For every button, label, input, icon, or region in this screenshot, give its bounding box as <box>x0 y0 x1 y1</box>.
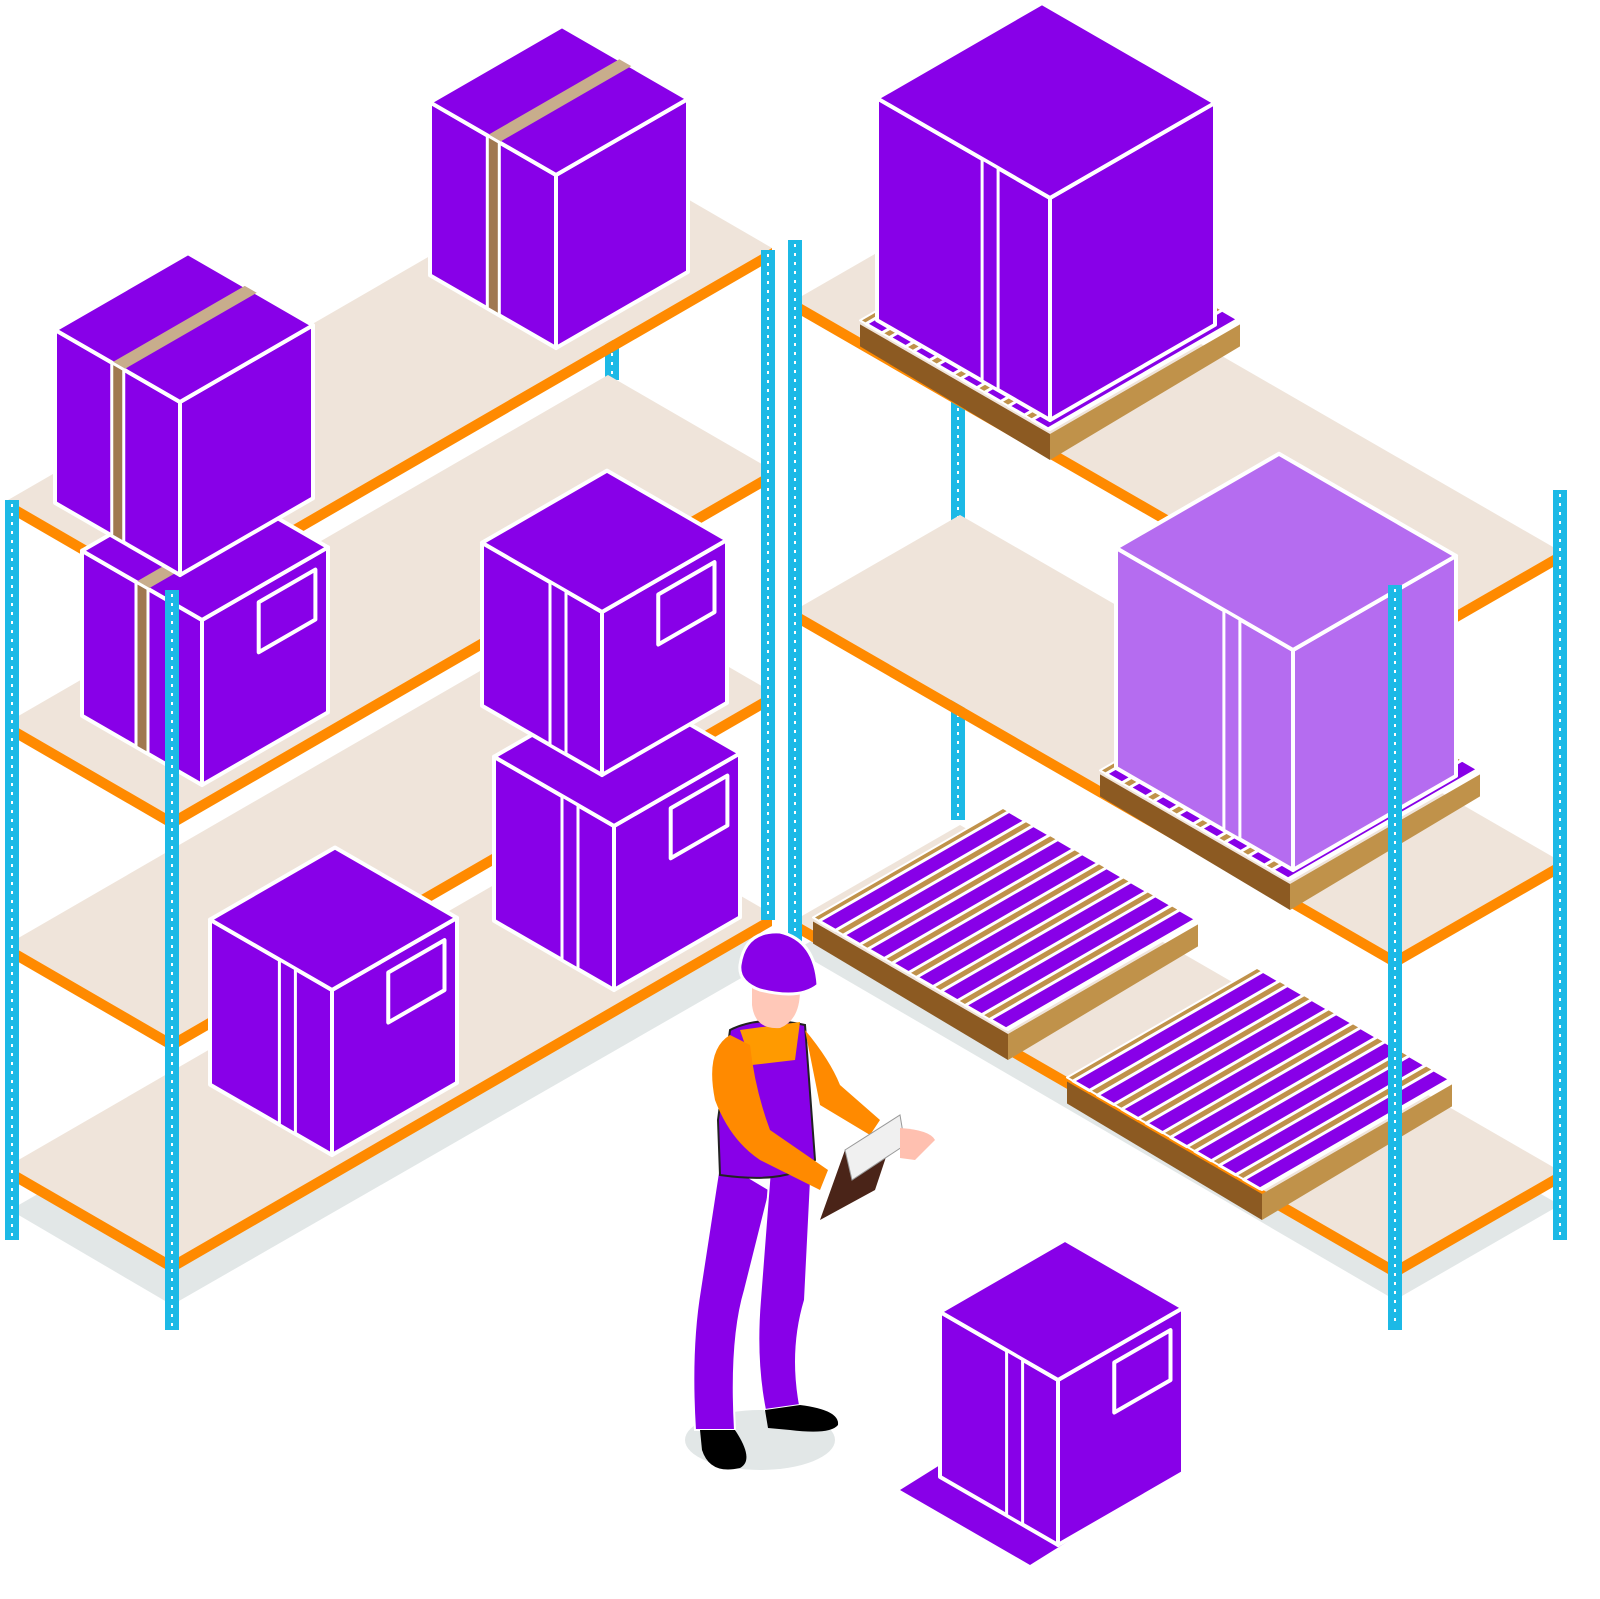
shipping-label <box>656 560 717 647</box>
pallet-front <box>1050 324 1240 460</box>
shelf-edge-front <box>172 248 772 607</box>
shelf-post <box>1553 490 1567 1240</box>
box-top-face <box>208 845 459 992</box>
pallet-side <box>860 324 1050 460</box>
worker-arm-right <box>805 1030 880 1135</box>
shelf-post <box>761 250 775 920</box>
cardboard-box <box>1114 451 1458 872</box>
shelf-edge-front <box>1395 861 1560 968</box>
pallet-slat <box>1144 1012 1355 1135</box>
pallet-slat <box>939 880 1149 1003</box>
box-top-face <box>480 468 729 614</box>
shipping-label <box>386 938 447 1025</box>
floor-box-group <box>900 1237 1185 1565</box>
pallet-slat <box>1071 969 1281 1092</box>
shelf-edge-front <box>172 914 772 1273</box>
cardboard-box <box>208 845 459 1157</box>
post-body <box>165 590 179 1330</box>
shelf-post <box>165 590 179 1330</box>
pallet-slat <box>866 837 1076 961</box>
pallet-slat <box>1169 1026 1379 1149</box>
pallet-side <box>813 921 1008 1060</box>
shelf-post <box>5 500 19 1240</box>
cardboard-box <box>875 0 1217 422</box>
cardboard-box <box>480 468 729 777</box>
box-top-face <box>875 0 1217 200</box>
worker-collar <box>740 1022 800 1065</box>
cardboard-box <box>53 251 315 577</box>
pallet <box>1066 966 1453 1220</box>
worker-hand <box>900 1128 935 1160</box>
box-strap <box>560 794 580 971</box>
shipping-label <box>256 567 318 655</box>
box-tape-side <box>485 133 501 317</box>
box-strap <box>277 958 297 1136</box>
box-tape-side <box>134 580 150 756</box>
box-strap <box>980 157 1000 392</box>
post-body <box>5 500 19 1240</box>
pallet-slat <box>988 908 1198 1031</box>
floor-box-shadow <box>900 1465 1070 1565</box>
shelf-edge-left <box>8 944 172 1051</box>
shipping-label <box>668 773 730 861</box>
pallet-slat <box>841 823 1052 946</box>
shelf-edge-front <box>1395 1171 1560 1278</box>
shipping-label <box>1112 1328 1173 1415</box>
box-strap <box>1005 1348 1025 1527</box>
cardboard-box <box>938 1237 1185 1547</box>
worker-boot-left <box>700 1430 747 1470</box>
post-body <box>761 250 775 920</box>
pallet-side <box>1067 1081 1262 1220</box>
shelf-post <box>788 240 802 990</box>
worker-leg-left <box>692 1158 772 1431</box>
shelf-edge-left <box>8 1166 172 1273</box>
box-strap <box>1222 608 1242 841</box>
box-top-face <box>938 1237 1185 1382</box>
hard-hat-icon <box>738 930 820 996</box>
warehouse-worker <box>685 930 935 1470</box>
post-body <box>1388 585 1402 1330</box>
box-tape <box>111 285 257 370</box>
box-tape-side <box>110 361 126 545</box>
pallet <box>812 806 1199 1060</box>
pallet-slat <box>817 809 1027 932</box>
cardboard-box <box>428 24 690 350</box>
pallet-front <box>1008 924 1198 1060</box>
pallet-slat <box>963 894 1174 1017</box>
pallet-front <box>1262 1084 1452 1220</box>
right-shelving-unit <box>795 0 1567 1330</box>
pallet-slat <box>1120 997 1330 1121</box>
box-tape <box>487 59 632 143</box>
shelf-edge-left <box>8 722 172 829</box>
left-shelving-unit <box>5 24 802 1330</box>
box-strap <box>548 580 568 756</box>
worker-arm-left <box>712 1035 828 1190</box>
shelf-post <box>1388 585 1402 1330</box>
pallet-slat <box>915 866 1125 989</box>
pallet-slat <box>1193 1040 1403 1163</box>
pallet-slat <box>890 852 1101 975</box>
pallet-slat <box>1217 1054 1428 1177</box>
pallet-front <box>1290 774 1480 910</box>
worker-boot-right <box>765 1405 839 1432</box>
pallet-slat <box>1095 983 1306 1106</box>
pallet-side <box>1100 774 1290 910</box>
